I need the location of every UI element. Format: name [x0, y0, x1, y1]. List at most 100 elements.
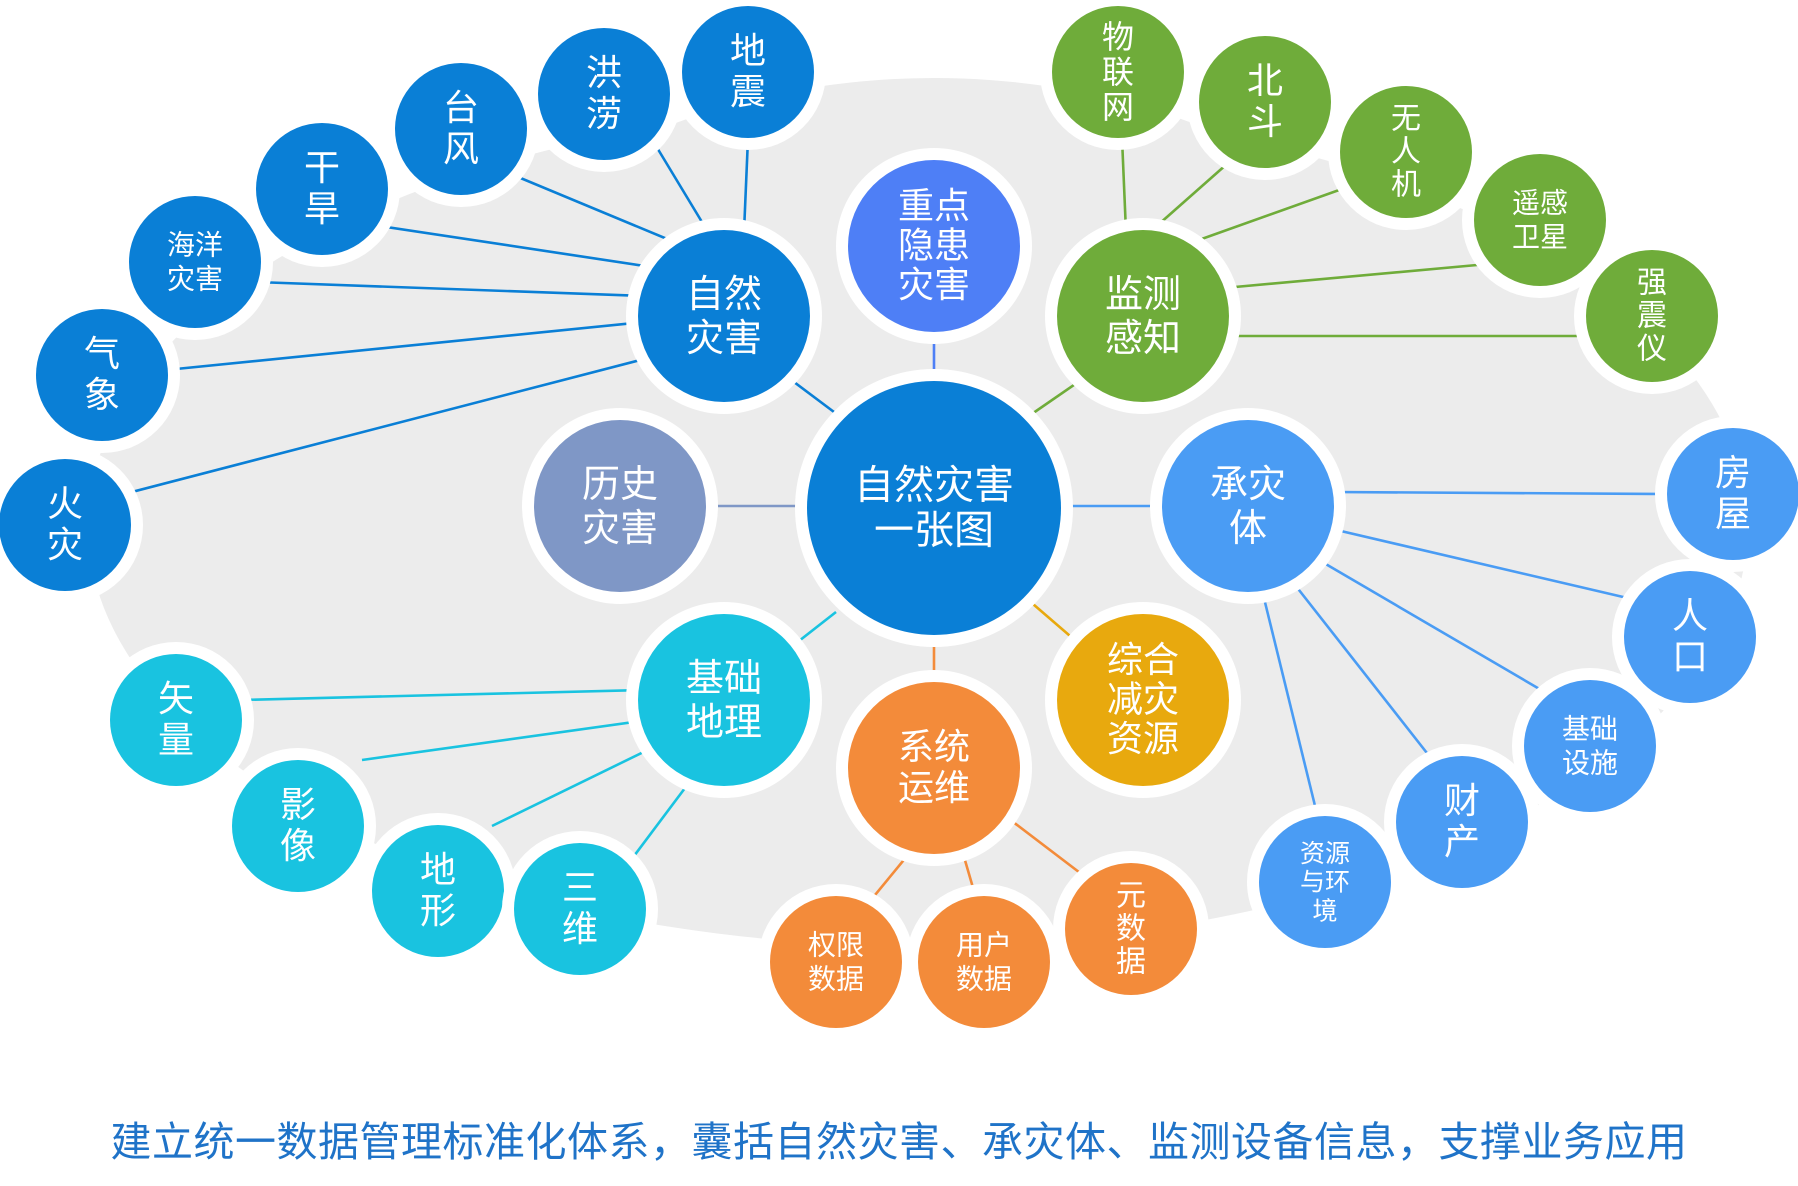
leaf-node-monitor-0-label: 联	[1102, 53, 1134, 91]
leaf-node-carrier-2-label: 基础	[1562, 713, 1618, 746]
edge-natural-5	[165, 320, 645, 372]
leaf-node-monitor-1-label: 斗	[1247, 102, 1283, 143]
edge-carrier-3	[1286, 575, 1436, 763]
leaf-node-carrier-1-label: 人	[1672, 596, 1708, 637]
leaf-node-carrier-0-label: 房	[1715, 453, 1751, 494]
center-node-label: 自然灾害	[854, 463, 1014, 509]
leaf-node-ops-2: 元数据	[1053, 851, 1209, 1007]
connector-lines	[123, 135, 1671, 907]
center-node-label: 一张图	[874, 507, 994, 553]
leaf-node-natural-3-label: 干	[304, 148, 340, 189]
leaf-node-geo-0-label: 矢	[158, 679, 194, 720]
leaf-node-natural-5-disc	[36, 309, 168, 441]
edge-natural-6	[123, 356, 649, 496]
leaf-node-natural-0: 地震	[670, 0, 826, 150]
leaf-node-natural-4-disc	[129, 196, 261, 328]
hub-node-hazard-disc	[848, 160, 1020, 332]
leaf-node-natural-5: 气象	[24, 297, 180, 453]
hub-node-hazard-label: 重点	[898, 186, 970, 227]
leaf-node-carrier-0-label: 屋	[1715, 494, 1751, 535]
leaf-node-geo-1-disc	[232, 760, 364, 892]
leaf-node-ops-2-label: 数	[1116, 912, 1146, 947]
center-node-disc	[807, 381, 1061, 635]
hub-node-natural: 自然灾害	[626, 218, 822, 414]
hub-node-history-label: 灾害	[582, 506, 658, 550]
edge-carrier-0	[1331, 490, 1671, 496]
hub-node-geo-label: 基础	[686, 656, 762, 700]
leaf-node-geo-0-label: 量	[158, 720, 194, 761]
leaf-node-natural-3-disc	[256, 123, 388, 255]
leaf-node-natural-3-label: 旱	[304, 189, 340, 230]
hub-node-geo-disc	[638, 614, 810, 786]
hub-node-resource-disc	[1057, 614, 1229, 786]
edge-natural-2	[505, 170, 685, 248]
leaf-node-geo-1-label: 影	[280, 785, 316, 826]
hub-node-hazard-label: 隐患	[898, 226, 970, 267]
leaf-node-monitor-4-disc	[1586, 250, 1718, 382]
leaf-node-monitor-2: 无人机	[1328, 74, 1484, 230]
hub-node-history-disc	[534, 420, 706, 592]
leaf-node-monitor-1-label: 北	[1247, 61, 1283, 102]
hub-node-resource-label: 资源	[1107, 719, 1179, 760]
leaf-node-geo-3-label: 三	[562, 868, 598, 909]
leaf-node-natural-3: 干旱	[244, 111, 400, 267]
leaf-node-natural-2: 台风	[383, 51, 539, 207]
leaf-node-monitor-1-disc	[1199, 36, 1331, 168]
leaf-node-ops-1-label: 用户	[956, 929, 1012, 962]
leaf-node-natural-4-label: 海洋	[167, 229, 223, 262]
hub-node-carrier-label: 承灾	[1210, 462, 1286, 506]
leaf-node-carrier-3-label: 产	[1444, 822, 1480, 863]
edge-ops-2	[999, 810, 1093, 884]
hub-node-resource-label: 综合	[1107, 640, 1179, 681]
leaf-node-ops-0-label: 数据	[808, 962, 864, 995]
hub-node-ops-label: 运维	[898, 768, 970, 809]
leaf-node-natural-4-label: 灾害	[167, 262, 223, 295]
edge-natural-0	[742, 137, 750, 233]
leaf-node-monitor-2-label: 无	[1391, 102, 1421, 137]
hub-node-monitor-label: 监测	[1105, 272, 1181, 316]
leaf-node-natural-0-label: 地	[730, 31, 766, 72]
leaf-node-natural-6-label: 灾	[47, 525, 83, 566]
leaf-node-monitor-2-label: 机	[1391, 168, 1421, 203]
edge-geo-3	[626, 775, 696, 865]
edge-monitor-1	[1149, 155, 1237, 233]
edge-monitor-3	[1223, 262, 1489, 290]
hub-node-history-label: 历史	[582, 462, 658, 506]
leaf-node-monitor-0-label: 网	[1102, 88, 1134, 126]
hub-node-resource-label: 减灾	[1107, 680, 1179, 721]
leaf-node-carrier-2-label: 设施	[1562, 746, 1618, 779]
leaf-node-monitor-3-label: 遥感	[1512, 187, 1568, 220]
leaf-node-monitor-0: 物联网	[1040, 0, 1196, 150]
leaf-node-ops-2-disc	[1065, 863, 1197, 995]
leaf-node-monitor-4-label: 强	[1637, 266, 1667, 301]
leaf-node-monitor-2-label: 人	[1391, 135, 1421, 170]
hub-node-carrier: 承灾体	[1150, 408, 1346, 604]
edge-carrier-4	[1260, 589, 1320, 819]
leaf-node-ops-1-label: 数据	[956, 962, 1012, 995]
leaf-node-ops-0-label: 权限	[808, 929, 864, 962]
leaf-node-monitor-4-label: 震	[1637, 299, 1667, 334]
hub-node-natural-label: 灾害	[686, 316, 762, 360]
leaf-node-carrier-1-disc	[1624, 571, 1756, 703]
hub-node-hazard-label: 灾害	[898, 265, 970, 306]
leaf-node-geo-0: 矢量	[98, 642, 254, 798]
edge-carrier-1	[1327, 526, 1637, 602]
leaf-node-monitor-4-label: 仪	[1637, 332, 1667, 367]
leaf-node-geo-3: 三维	[502, 831, 658, 987]
hub-node-monitor-disc	[1057, 230, 1229, 402]
leaf-node-natural-0-disc	[682, 6, 814, 138]
leaf-node-geo-1-label: 像	[280, 826, 316, 867]
caption-text: 建立统一数据管理标准化体系，囊括自然灾害、承灾体、监测设备信息，支撑业务应用	[110, 1118, 1688, 1166]
leaf-node-monitor-4: 强震仪	[1574, 238, 1730, 394]
leaf-node-natural-0-label: 震	[730, 72, 766, 113]
